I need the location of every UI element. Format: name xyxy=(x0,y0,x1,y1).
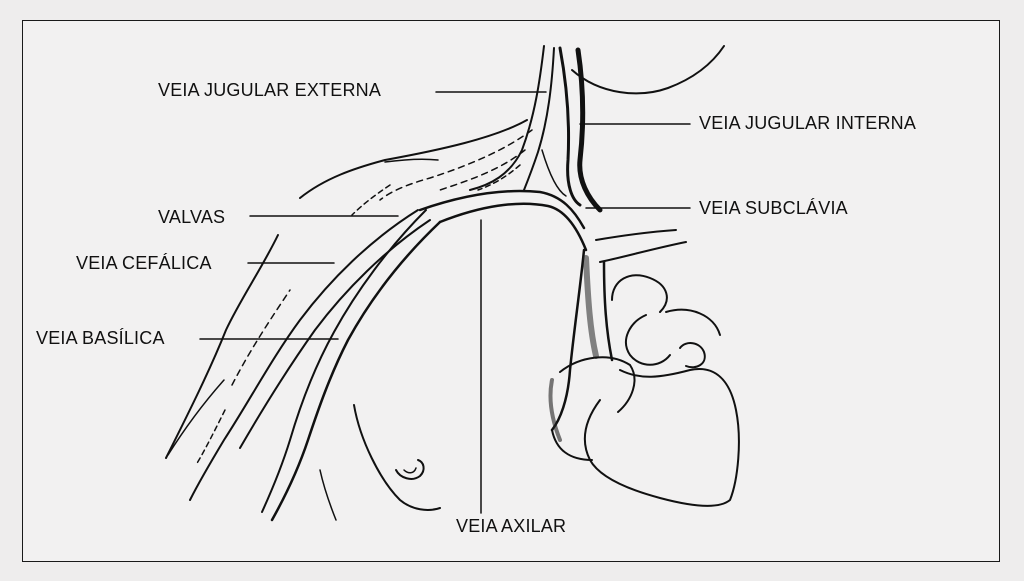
dashed-veins xyxy=(379,129,533,201)
chest-outline xyxy=(353,404,441,511)
label-veia-basilica: VEIA BASÍLICA xyxy=(36,328,165,348)
heart-outline xyxy=(611,274,668,313)
external-jugular-vein xyxy=(469,45,545,191)
subclavian-vein xyxy=(418,189,586,230)
label-veia-cefalica: VEIA CEFÁLICA xyxy=(76,253,212,273)
armpit-outline xyxy=(319,469,337,521)
label-veia-axilar: VEIA AXILAR xyxy=(456,516,567,536)
internal-jugular-vein xyxy=(558,46,582,207)
label-veia-subclavia: VEIA SUBCLÁVIA xyxy=(699,198,848,218)
label-veia-jugular-externa: VEIA JUGULAR EXTERNA xyxy=(158,80,382,100)
arm-inner-outline xyxy=(167,379,225,456)
neck-outline xyxy=(571,45,725,95)
nipple xyxy=(395,459,425,480)
label-veia-jugular-interna: VEIA JUGULAR INTERNA xyxy=(699,113,917,133)
heart-ventricle xyxy=(583,368,740,507)
nipple-inner xyxy=(403,467,417,474)
shoulder-outline xyxy=(299,119,528,199)
label-valvas: VALVAS xyxy=(158,207,226,227)
basilic-vein xyxy=(270,220,442,522)
vena-cava xyxy=(550,248,586,432)
cephalic-vein xyxy=(189,209,419,501)
arm-outline xyxy=(165,234,279,459)
figure-frame xyxy=(22,20,1000,562)
shoulder-outline-2 xyxy=(384,158,439,163)
